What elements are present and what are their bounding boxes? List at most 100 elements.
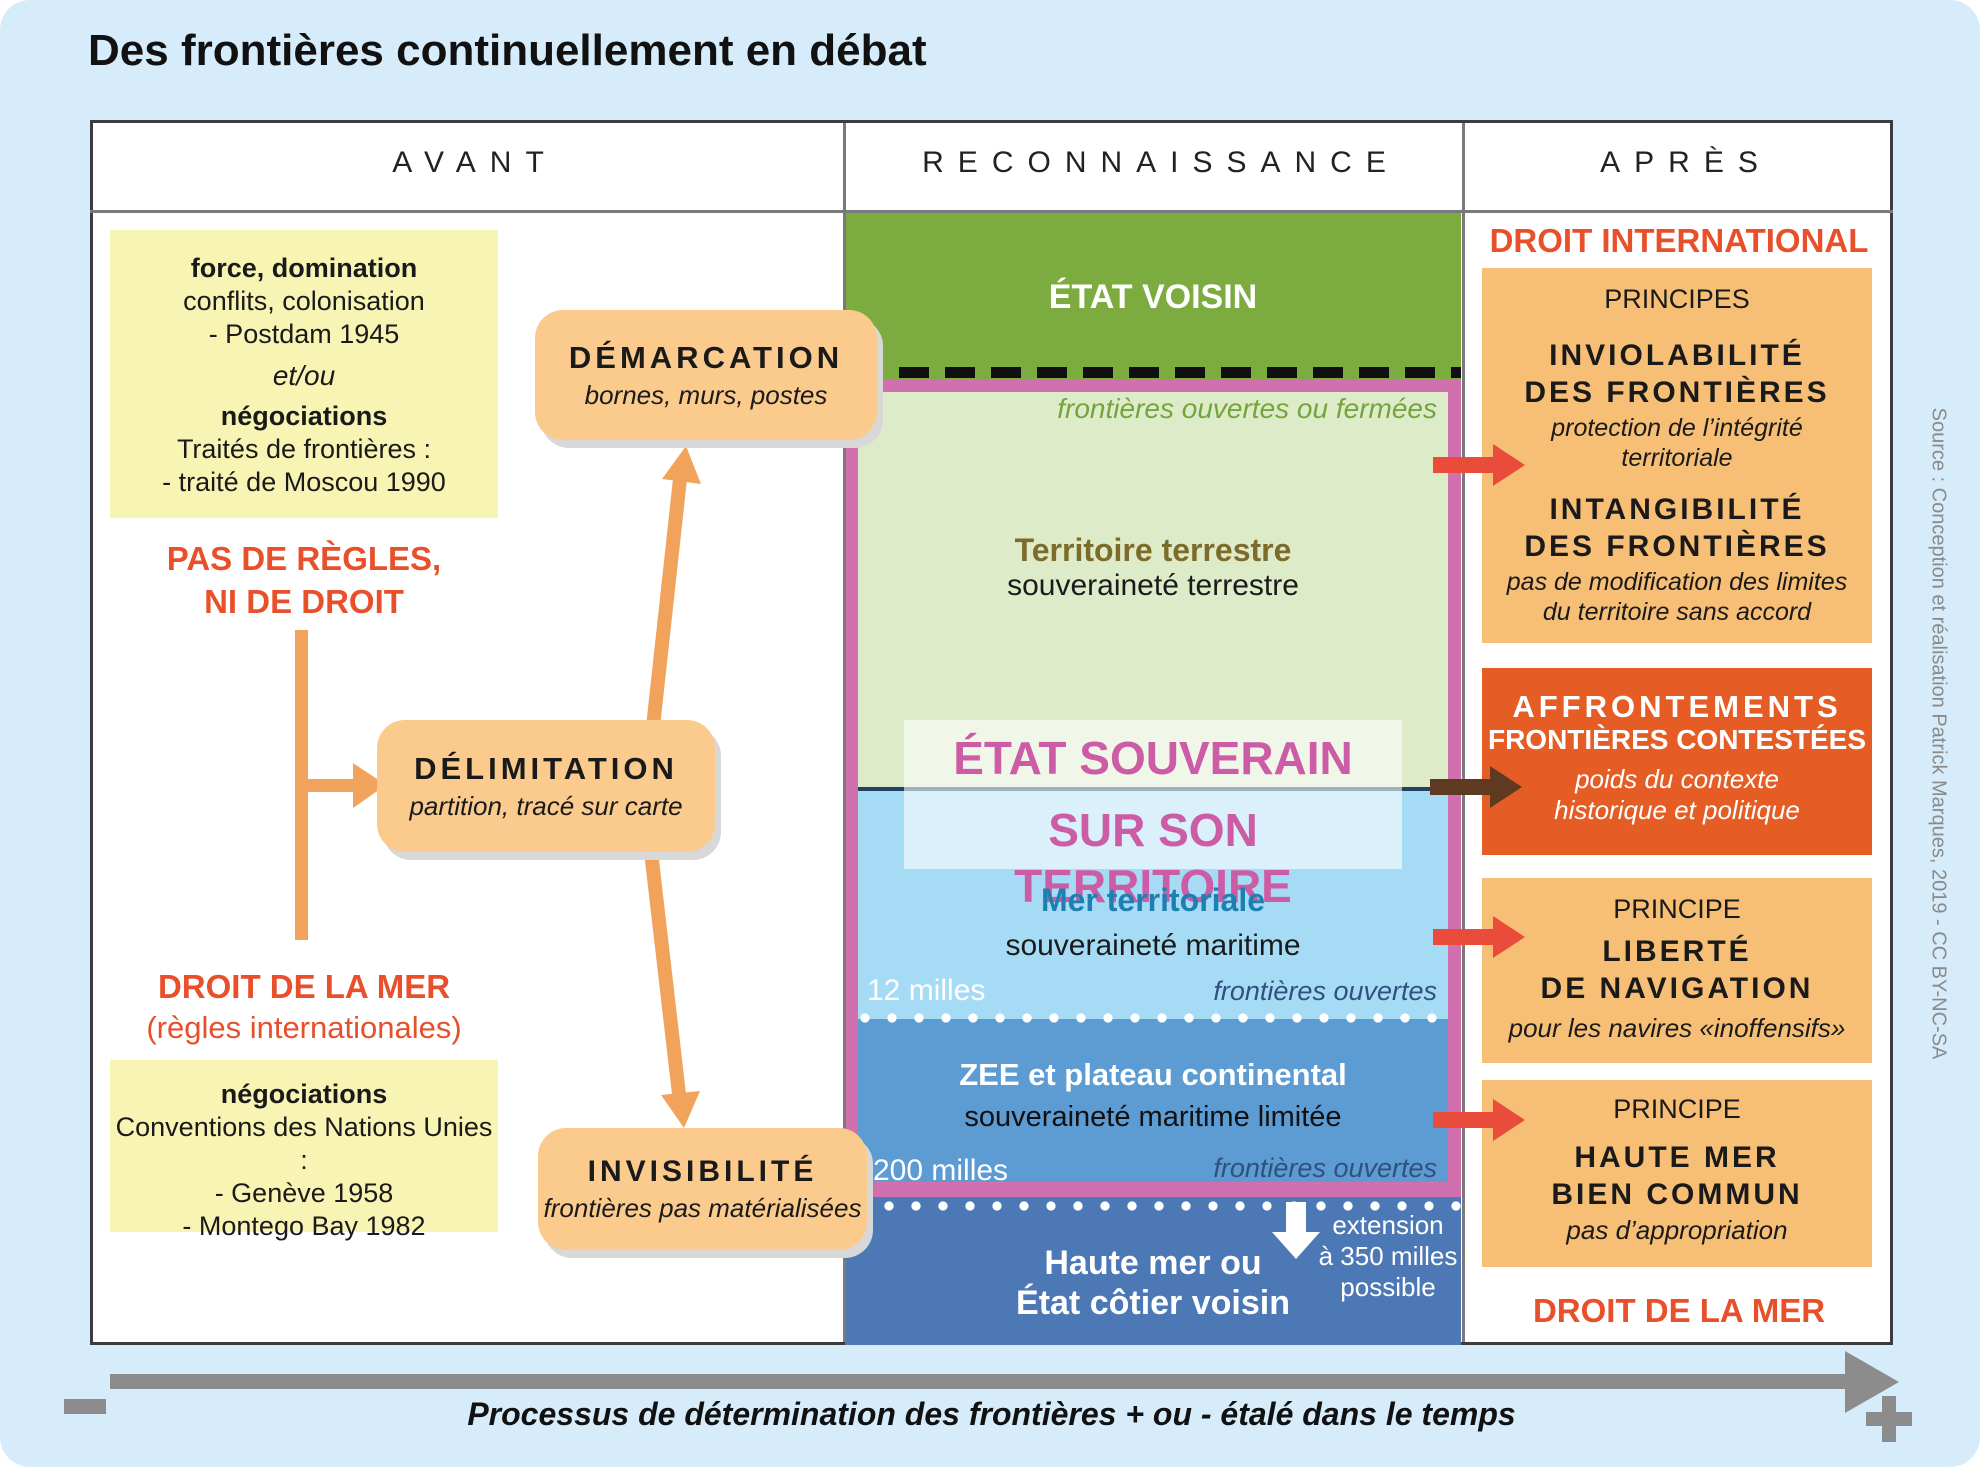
- pas-de-regles-line1: PAS DE RÈGLES,: [166, 540, 442, 577]
- liberte-sub: pour les navires «inoffensifs»: [1508, 1013, 1846, 1043]
- column-header-apres: APRÈS: [1600, 146, 1772, 179]
- plus-vertical-bar: [1882, 1396, 1896, 1442]
- pas-de-regles-line2: NI DE DROIT: [204, 583, 404, 620]
- invisibilite-title: INVISIBILITÉ: [587, 1154, 818, 1188]
- principe-label-2: PRINCIPE: [1613, 1094, 1741, 1124]
- closed-border-dashed-line: [853, 367, 1461, 378]
- pink-border-left: [845, 392, 858, 1197]
- haute-mer-bien-commun-box: PRINCIPE HAUTE MER BIEN COMMUN pas d’app…: [1482, 1080, 1872, 1267]
- droit-mer-line1: DROIT DE LA MER: [157, 968, 451, 1005]
- plus-icon: [1866, 1396, 1912, 1442]
- dotted-line-200-milles: [855, 1200, 1461, 1212]
- un-geneve-line: - Genève 1958: [214, 1178, 394, 1208]
- invisibilite-box: INVISIBILITÉ frontières pas matérialisée…: [538, 1128, 867, 1250]
- inviolabilite-line1: INVIOLABILITÉ: [1549, 339, 1805, 372]
- intangibilite-sub1: pas de modification des limites: [1506, 568, 1848, 596]
- postdam-line: - Postdam 1945: [208, 319, 400, 349]
- column-header-reconnaissance: RECONNAISSANCE: [922, 146, 1400, 179]
- limit-200-milles-label: 200 milles: [873, 1154, 1009, 1187]
- principes-label: PRINCIPES: [1604, 284, 1750, 314]
- pink-border-top: [845, 379, 1461, 392]
- haute-mer-box-line1: HAUTE MER: [1574, 1141, 1780, 1174]
- dotted-line-12-milles: [858, 1012, 1448, 1024]
- red-arrow-3-head-icon: [1493, 1099, 1525, 1141]
- un-negociations-line: négociations: [220, 1079, 388, 1109]
- conflits-line: conflits, colonisation: [183, 286, 425, 316]
- liberte-navigation-box: PRINCIPE LIBERTÉ DE NAVIGATION pour les …: [1482, 878, 1872, 1063]
- demarcation-title: DÉMARCATION: [568, 339, 844, 375]
- extension-note: extension à 350 milles possible: [1315, 1210, 1461, 1303]
- droit-de-la-mer-apres-label: DROIT DE LA MER: [1532, 1292, 1826, 1329]
- un-conventions-line: Conventions des Nations Unies :: [115, 1112, 493, 1175]
- zone-zee: [858, 1019, 1448, 1182]
- timeline-label: Processus de détermination des frontière…: [467, 1396, 1516, 1432]
- force-line: force, domination: [190, 253, 418, 283]
- extension-line2: à 350 milles: [1318, 1241, 1458, 1271]
- frontieres-ouvertes-1-label: frontières ouvertes: [1213, 976, 1437, 1006]
- demarcation-subtitle: bornes, murs, postes: [584, 379, 828, 410]
- negociations-line: négociations: [220, 401, 388, 431]
- inviolabilite-line2: DES FRONTIÈRES: [1524, 376, 1830, 409]
- etou-line: et/ou: [272, 360, 336, 391]
- column-divider-2: [1462, 123, 1465, 1342]
- intangibilite-line2: DES FRONTIÈRES: [1524, 530, 1830, 563]
- red-arrow-1-head-icon: [1493, 444, 1525, 486]
- minus-icon: [64, 1399, 106, 1414]
- principes-box: PRINCIPES INVIOLABILITÉ DES FRONTIÈRES p…: [1482, 268, 1872, 643]
- frontieres-ouvertes-fermees-label: frontières ouvertes ou fermées: [1057, 393, 1437, 424]
- etat-souverain-line2: SUR SON TERRITOIRE: [1014, 804, 1292, 912]
- header-separator: [90, 210, 1893, 213]
- affrontements-line2: FRONTIÈRES CONTESTÉES: [1487, 724, 1867, 755]
- affrontements-box: AFFRONTEMENTS FRONTIÈRES CONTESTÉES poid…: [1482, 668, 1872, 855]
- zone-etat-voisin: [845, 212, 1461, 379]
- moscou-line: - traité de Moscou 1990: [162, 467, 446, 497]
- pas-de-regles-label: PAS DE RÈGLES, NI DE DROIT: [110, 537, 498, 623]
- column-header-avant: AVANT: [392, 146, 558, 179]
- droit-international-label: DROIT INTERNATIONAL: [1489, 222, 1869, 259]
- red-arrow-2-shaft: [1433, 929, 1493, 945]
- territoire-terrestre-subtitle: souveraineté terrestre: [1007, 569, 1299, 602]
- haute-mer-line2: État côtier voisin: [1016, 1284, 1290, 1322]
- liberte-line1: LIBERTÉ: [1602, 935, 1752, 968]
- affrontements-sub2: historique et politique: [1554, 795, 1800, 825]
- principe-label-1: PRINCIPE: [1613, 894, 1741, 924]
- extension-arrow-down-icon: [1272, 1232, 1320, 1259]
- timeline-bar: [110, 1374, 1847, 1389]
- delimitation-title: DÉLIMITATION: [414, 750, 678, 786]
- haute-mer-box-line2: BIEN COMMUN: [1551, 1178, 1803, 1211]
- diagonal-down-arrow-head-icon: [661, 1091, 700, 1128]
- zone-haute-mer: [845, 1197, 1461, 1345]
- mer-territoriale-title: Mer territoriale: [1040, 882, 1266, 918]
- red-arrow-2-head-icon: [1493, 916, 1525, 958]
- inviolabilite-sub2: territoriale: [1621, 444, 1733, 472]
- etat-souverain-line1: ÉTAT SOUVERAIN: [953, 732, 1353, 784]
- extension-line1: extension: [1332, 1210, 1444, 1240]
- brown-arrow-head-icon: [1490, 766, 1522, 808]
- territory-map: ÉTAT VOISIN frontières ouvertes ou fermé…: [845, 212, 1461, 1345]
- haute-mer-box-sub: pas d’appropriation: [1566, 1215, 1788, 1245]
- limit-12-milles-label: 12 milles: [867, 974, 986, 1007]
- conventions-box: négociations Conventions des Nations Uni…: [110, 1060, 498, 1241]
- haute-mer-line1: Haute mer ou: [1044, 1244, 1262, 1282]
- intangibilite-line1: INTANGIBILITÉ: [1549, 493, 1805, 526]
- affrontements-sub1: poids du contexte: [1575, 764, 1779, 794]
- intangibilite-sub2: du territoire sans accord: [1542, 598, 1812, 626]
- inviolabilite-sub1: protection de l’intégrité: [1551, 414, 1803, 442]
- delimitation-subtitle: partition, tracé sur carte: [409, 790, 683, 821]
- red-arrow-3-shaft: [1433, 1112, 1493, 1128]
- brown-arrow-shaft: [1430, 779, 1490, 795]
- delimitation-box: DÉLIMITATION partition, tracé sur carte: [377, 720, 715, 852]
- zee-title: ZEE et plateau continental: [959, 1057, 1347, 1092]
- extension-arrow-shaft: [1286, 1202, 1306, 1234]
- diagonal-up-arrow-head-icon: [662, 446, 701, 484]
- etat-souverain-label: ÉTAT SOUVERAIN SUR SON TERRITOIRE: [904, 720, 1402, 912]
- red-arrow-1-shaft: [1433, 457, 1493, 473]
- frontieres-ouvertes-2-label: frontières ouvertes: [1213, 1153, 1437, 1183]
- extension-line3: possible: [1340, 1272, 1436, 1302]
- etat-voisin-label: ÉTAT VOISIN: [1048, 278, 1258, 316]
- page-title: Des frontières continuellement en débat: [88, 26, 927, 75]
- mer-territoriale-subtitle: souveraineté maritime: [1005, 929, 1301, 962]
- affrontements-line1: AFFRONTEMENTS: [1512, 689, 1842, 724]
- force-domination-box: force, domination conflits, colonisation…: [110, 230, 498, 518]
- droit-de-la-mer-label: DROIT DE LA MER (règles internationales): [110, 966, 498, 1048]
